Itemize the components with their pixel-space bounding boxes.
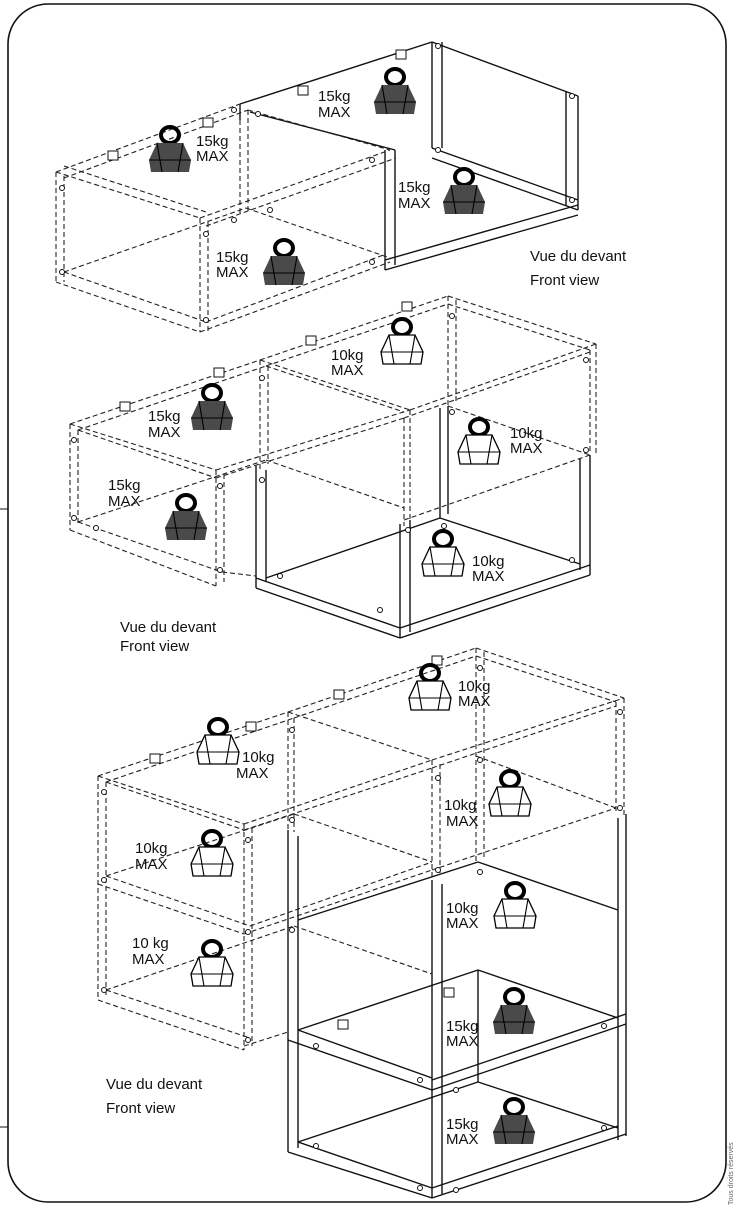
weight-icon-light: [379, 317, 425, 366]
weight-label-kg: 10kg: [458, 678, 491, 695]
weight-icon-dark: [441, 167, 487, 216]
weight-icon-light: [492, 881, 538, 930]
caption-en: Front view: [530, 272, 599, 289]
weight-label-kg: 10kg: [242, 749, 275, 766]
ghost-cubes-diagram-3: [97, 647, 625, 1051]
caption-fr: Vue du devant: [120, 619, 217, 636]
weight-icon-light: [189, 829, 235, 878]
caption-en: Front view: [106, 1100, 175, 1117]
weight-label-max: MAX: [135, 856, 168, 873]
weight-label-max: MAX: [446, 1033, 479, 1050]
weight-label-kg: 10kg: [135, 840, 168, 857]
weight-icon-dark: [491, 987, 537, 1036]
weight-label-kg: 10 kg: [132, 935, 169, 952]
weight-label-kg: 15kg: [108, 477, 141, 494]
diagram-1-bolts: [59, 43, 575, 323]
solid-cube-top-right: [239, 41, 579, 271]
weight-label-max: MAX: [446, 915, 479, 932]
diagram-2-bolts: [71, 313, 589, 613]
diagram-3-tall-stack: 10kg MAX 10kg MAX 10kg MAX 10kg MAX 10kg…: [97, 647, 627, 1199]
diagram-1-two-cubes-wide: 15kg MAX 15kg MAX 15kg MAX 15kg MAX Vue …: [55, 41, 627, 333]
weight-label-kg: 15kg: [216, 249, 249, 266]
ghost-cube-front-left: [55, 103, 397, 333]
solid-cubes-bottom-right: [287, 814, 627, 1199]
weight-label-max: MAX: [108, 493, 141, 510]
ghost-cubes-diagram-2: [69, 295, 597, 587]
diagram-3-brackets: [149, 655, 455, 1030]
weight-icon-light: [420, 529, 466, 578]
weight-label-max: MAX: [331, 362, 364, 379]
weight-label-max: MAX: [472, 568, 505, 585]
weight-icon-light: [407, 663, 453, 712]
weight-label-max: MAX: [236, 765, 269, 782]
weight-label-kg: 15kg: [446, 1018, 479, 1035]
weight-label-kg: 10kg: [472, 553, 505, 570]
weight-label-max: MAX: [318, 104, 351, 121]
weight-icon-dark: [491, 1097, 537, 1146]
diagram-1-brackets: [107, 49, 407, 161]
weight-label-kg: 15kg: [398, 179, 431, 196]
diagram-3-bolts: [101, 665, 623, 1193]
page-border: [7, 3, 727, 1203]
side-copyright-note: Tous droits réservés: [728, 1142, 735, 1205]
weight-icon-light: [456, 417, 502, 466]
weight-icon-dark: [189, 383, 235, 432]
weight-label-max: MAX: [148, 424, 181, 441]
weight-label-kg: 15kg: [446, 1116, 479, 1133]
weight-label-max: MAX: [446, 813, 479, 830]
weight-icon-light: [189, 939, 235, 988]
diagram-2-brackets: [119, 301, 413, 412]
diagram-2-four-cubes: 10kg MAX 15kg MAX 10kg MAX 15kg MAX 10kg…: [69, 295, 597, 655]
weight-icon-light: [195, 717, 241, 766]
weight-icon-light: [487, 769, 533, 818]
weight-label-kg: 10kg: [446, 900, 479, 917]
weight-label-max: MAX: [398, 195, 431, 212]
caption-fr: Vue du devant: [106, 1076, 203, 1093]
weight-label-max: MAX: [132, 951, 165, 968]
weight-label-max: MAX: [458, 693, 491, 710]
weight-label-max: MAX: [196, 148, 229, 165]
weight-icon-dark: [261, 238, 307, 287]
weight-label-max: MAX: [510, 440, 543, 457]
caption-fr: Vue du devant: [530, 248, 627, 265]
weight-icon-dark: [372, 67, 418, 116]
weight-label-kg: 15kg: [196, 133, 229, 150]
weight-label-kg: 15kg: [318, 88, 351, 105]
weight-label-kg: 10kg: [331, 347, 364, 364]
caption-en: Front view: [120, 638, 189, 655]
weight-label-kg: 10kg: [510, 425, 543, 442]
weight-label-max: MAX: [216, 264, 249, 281]
weight-label-max: MAX: [446, 1131, 479, 1148]
solid-cube-bottom-right: [255, 406, 591, 639]
weight-label-kg: 10kg: [444, 797, 477, 814]
weight-icon-dark: [163, 493, 209, 542]
weight-label-kg: 15kg: [148, 408, 181, 425]
